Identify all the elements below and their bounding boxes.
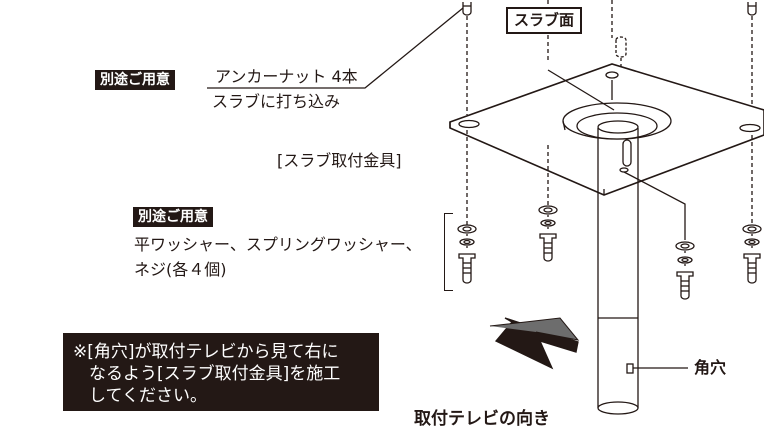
screw-set-center	[538, 145, 558, 262]
anchor-nut-left	[462, 2, 472, 16]
tv-direction-arrow	[489, 317, 580, 370]
notice-line-2: なるよう[スラブ取付金具]を施工	[89, 364, 341, 384]
slab-bracket-label: [スラブ取付金具]	[277, 151, 402, 170]
pipe	[597, 120, 639, 415]
anchor-nut-sublabel: スラブに打ち込み	[212, 92, 341, 111]
tv-direction-label: 取付テレビの向き	[414, 409, 550, 429]
washers-bracket	[444, 213, 453, 291]
washers-label-line2: ネジ(各４個)	[134, 260, 227, 279]
notice-line-3: してください。	[89, 386, 207, 406]
square-hole-label: 角穴	[694, 358, 727, 377]
slab-surface-label: スラブ面	[506, 7, 583, 34]
screw-set-right-inner	[675, 241, 695, 300]
anchor-nut-right	[747, 2, 757, 16]
washers-label-line1: 平ワッシャー、スプリングワッシャー、	[134, 235, 422, 254]
notice-box: ※[角穴]が取付テレビから見て右に なるよう[スラブ取付金具]を施工 してくださ…	[63, 333, 379, 411]
anchor-nut-center	[615, 36, 627, 58]
separately-prepared-tag-1: 別途ご用意	[95, 70, 175, 90]
screw-set-left	[457, 130, 477, 284]
notice-line-1: ※[角穴]が取付テレビから見て右に	[73, 342, 339, 362]
separately-prepared-tag-2: 別途ご用意	[133, 207, 213, 227]
anchor-nut-label: アンカーナット 4本	[215, 67, 358, 86]
screw-set-right	[742, 135, 762, 284]
anchor-leader	[207, 7, 464, 89]
